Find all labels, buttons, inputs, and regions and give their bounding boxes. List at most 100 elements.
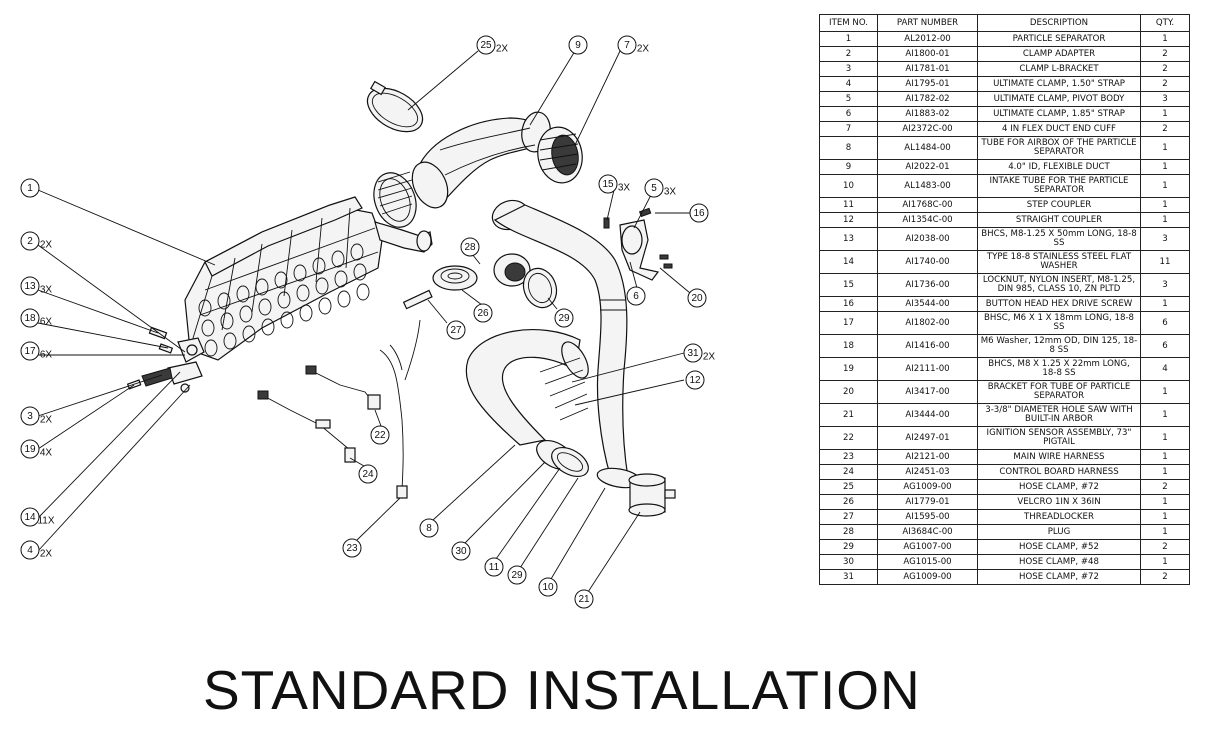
balloon-number: 29	[558, 313, 570, 324]
item-balloon: 28	[460, 237, 480, 257]
balloon-quantity: 3X	[664, 187, 677, 198]
cell-description: HOSE CLAMP, #72	[977, 569, 1141, 585]
hole-saw-part	[628, 473, 676, 517]
cell-item-no: 2	[819, 46, 878, 62]
balloon-circle	[20, 341, 40, 361]
cell-part-number: AI3684C-00	[877, 524, 978, 540]
header-part-number: PART NUMBER	[877, 14, 978, 32]
cell-part-number: AI3444-00	[877, 403, 978, 427]
threadlocker-part	[402, 289, 433, 310]
item-balloon: 12	[685, 370, 705, 390]
cell-qty: 1	[1140, 494, 1190, 510]
balloon-number: 14	[24, 512, 36, 523]
balloon-number: 9	[575, 40, 581, 51]
cell-description: LOCKNUT, NYLON INSERT, M8-1.25, DIN 985,…	[977, 273, 1141, 297]
item-balloon: 21	[574, 589, 594, 609]
hose-clamp-25-part	[366, 80, 424, 133]
cell-item-no: 16	[819, 296, 878, 312]
item-balloon: 16	[689, 203, 709, 223]
separator-port	[201, 319, 215, 337]
flex-duct-cuff-part	[373, 171, 417, 228]
balloon-quantity: 3X	[40, 285, 53, 296]
cell-description: STRAIGHT COUPLER	[977, 212, 1141, 228]
cell-qty: 2	[1140, 569, 1190, 585]
wire-harness-part	[257, 319, 421, 499]
balloon-number: 26	[477, 308, 489, 319]
balloon-number: 10	[542, 582, 554, 593]
cell-description: CLAMP L-BRACKET	[977, 61, 1141, 77]
cell-qty: 3	[1140, 273, 1190, 297]
cell-description: INTAKE TUBE FOR THE PARTICLE SEPARATOR	[977, 174, 1141, 198]
cell-item-no: 5	[819, 91, 878, 107]
item-balloon: 20	[687, 288, 707, 308]
item-balloon: 29	[507, 565, 527, 585]
cell-description: PLUG	[977, 524, 1141, 540]
cell-qty: 1	[1140, 464, 1190, 480]
cell-qty: 3	[1140, 227, 1190, 251]
balloon-circle	[20, 406, 40, 426]
cell-part-number: AI1781-01	[877, 61, 978, 77]
header-item-no: ITEM NO.	[819, 14, 878, 32]
cell-description: ULTIMATE CLAMP, 1.85" STRAP	[977, 106, 1141, 122]
cell-description: PARTICLE SEPARATOR	[977, 31, 1141, 47]
separator-port	[299, 304, 313, 322]
balloon-quantity: 2X	[703, 352, 716, 363]
cell-qty: 1	[1140, 197, 1190, 213]
velcro-roll-part	[432, 265, 478, 291]
balloon-number: 24	[362, 469, 374, 480]
separator-port	[315, 277, 329, 295]
airbox-tube-part	[465, 329, 589, 478]
cell-item-no: 22	[819, 426, 878, 450]
balloon-number: 1	[27, 183, 33, 194]
cell-item-no: 9	[819, 159, 878, 175]
cell-description: BRACKET FOR TUBE OF PARTICLE SEPARATOR	[977, 380, 1141, 404]
item-balloon: 29	[554, 308, 574, 328]
separator-port	[353, 263, 367, 281]
balloon-number: 4	[27, 545, 33, 556]
cell-item-no: 3	[819, 61, 878, 77]
cell-qty: 2	[1140, 46, 1190, 62]
balloon-quantity: 6X	[40, 317, 53, 328]
cell-item-no: 29	[819, 539, 878, 555]
separator-port	[337, 290, 351, 308]
balloon-circle	[598, 174, 618, 194]
balloon-circle	[687, 288, 707, 308]
balloon-number: 17	[24, 346, 36, 357]
separator-port	[274, 271, 288, 289]
particle-separator-part	[184, 196, 433, 361]
balloon-quantity: 2X	[40, 415, 53, 426]
cell-item-no: 23	[819, 449, 878, 465]
cell-part-number: AG1009-00	[877, 569, 978, 585]
separator-port	[242, 325, 256, 343]
separator-port	[204, 339, 218, 357]
separator-port	[258, 298, 272, 316]
balloon-number: 2	[27, 236, 33, 247]
item-balloon: 30	[451, 541, 471, 561]
item-balloon: 24	[358, 464, 378, 484]
cell-description: BUTTON HEAD HEX DRIVE SCREW	[977, 296, 1141, 312]
cell-description: ULTIMATE CLAMP, PIVOT BODY	[977, 91, 1141, 107]
cell-qty: 1	[1140, 296, 1190, 312]
separator-port	[312, 257, 326, 275]
item-balloon: 27	[446, 320, 466, 340]
item-balloon: 17 6X	[20, 341, 53, 361]
cell-description: HOSE CLAMP, #52	[977, 539, 1141, 555]
cell-item-no: 7	[819, 121, 878, 137]
cell-item-no: 14	[819, 250, 878, 274]
balloon-number: 12	[689, 375, 701, 386]
balloon-circle	[20, 540, 40, 560]
cell-part-number: AG1007-00	[877, 539, 978, 555]
balloon-quantity: 11X	[37, 516, 54, 527]
balloon-quantity: 6X	[40, 350, 53, 361]
bracket-part	[603, 207, 673, 281]
